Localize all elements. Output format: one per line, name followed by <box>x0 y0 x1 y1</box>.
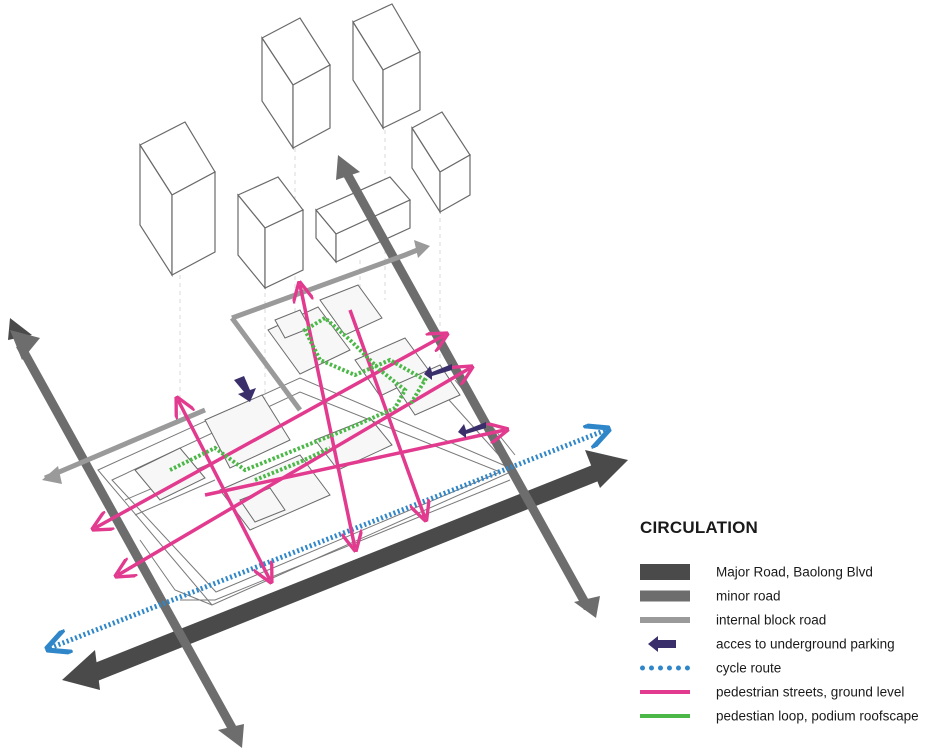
internal-road-swatch <box>640 617 690 623</box>
legend-label-internal-road: internal block road <box>716 612 827 628</box>
legend-label-podium-loop: pedestian loop, podium roofscape <box>716 708 919 724</box>
minor-road-arrowheads <box>10 155 600 748</box>
legend-title: CIRCULATION <box>640 518 759 537</box>
legend-row-major-road: Major Road, Baolong Blvd <box>640 560 945 584</box>
legend-row-internal-road: internal block road <box>640 608 945 632</box>
tower-5 <box>411 111 471 215</box>
legend-label-parking: acces to underground parking <box>716 636 895 652</box>
legend-row-parking: acces to underground parking <box>640 632 945 656</box>
major-road-swatch <box>640 564 690 580</box>
podium-loop-swatch <box>640 714 690 718</box>
legend-row-cycle-route: cycle route <box>640 656 945 680</box>
tower-masses <box>139 3 471 290</box>
minor-road-swatch <box>640 590 690 602</box>
legend: Major Road, Baolong Blvd minor road inte… <box>640 560 945 728</box>
legend-label-pedestrian-streets: pedestrian streets, ground level <box>716 684 905 700</box>
podium-slab <box>315 176 411 264</box>
pedestrian-street-swatch <box>640 690 690 694</box>
legend-row-pedestrian-streets: pedestrian streets, ground level <box>640 680 945 704</box>
legend-label-major-road: Major Road, Baolong Blvd <box>716 564 873 580</box>
tower-4 <box>352 3 421 131</box>
podium-roofscape-loop <box>169 315 428 482</box>
cycle-route-swatch <box>640 665 690 671</box>
tower-2 <box>237 176 304 290</box>
cycle-route <box>50 430 606 648</box>
legend-row-minor-road: minor road <box>640 584 945 608</box>
legend-label-minor-road: minor road <box>716 588 781 604</box>
parking-arrow-icon <box>648 636 676 652</box>
tower-1 <box>139 121 216 278</box>
legend-label-cycle-route: cycle route <box>716 660 782 676</box>
underground-parking-access-arrows <box>234 364 486 438</box>
legend-row-podium-loop: pedestian loop, podium roofscape <box>640 704 945 728</box>
tower-3 <box>261 17 331 150</box>
